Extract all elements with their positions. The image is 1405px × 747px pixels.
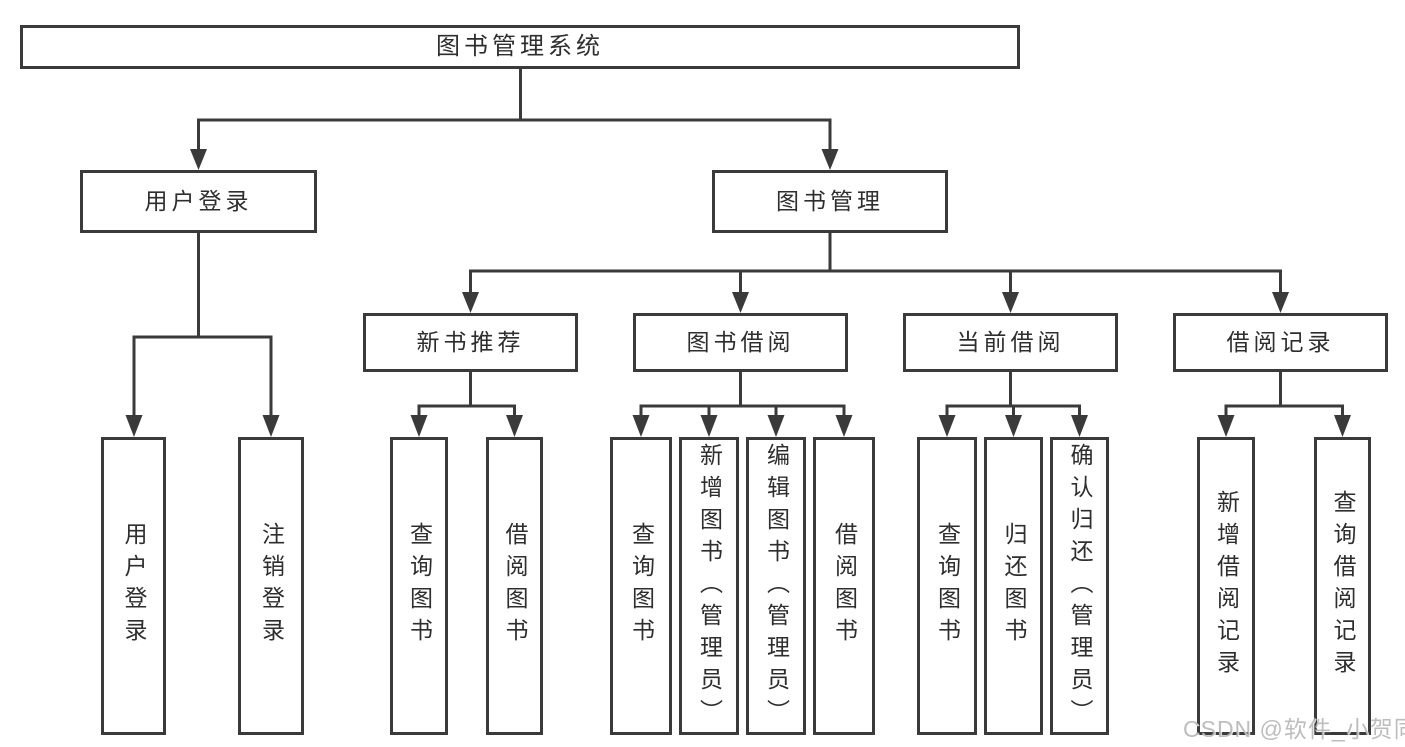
node-label: 查询图书 — [934, 522, 961, 650]
node-label: 新增借阅记录 — [1213, 490, 1240, 682]
leaf-records-query-record: 查询借阅记录 — [1314, 437, 1371, 735]
leaf-borrow-edit-books-admin: 编辑图书（管理员） — [746, 437, 806, 735]
node-label: 图书管理 — [776, 188, 884, 214]
leaf-logout: 注销登录 — [238, 437, 304, 735]
leaf-current-query-books: 查询图书 — [917, 437, 977, 735]
node-label: 新书推荐 — [416, 329, 525, 355]
connector-arrowheads — [125, 149, 1351, 437]
leaf-borrow-query-books: 查询图书 — [610, 437, 672, 735]
arrowhead-triangles — [125, 149, 1351, 437]
leaf-user-login: 用户登录 — [101, 437, 166, 735]
node-library-management-system: 图书管理系统 — [20, 25, 1020, 69]
leaf-newbook-borrow-books: 借阅图书 — [486, 437, 543, 735]
node-borrowing-records: 借阅记录 — [1173, 313, 1388, 372]
node-label: 新增图书（管理员） — [696, 443, 723, 731]
node-book-borrowing: 图书借阅 — [633, 313, 848, 372]
node-label: 借阅记录 — [1226, 329, 1335, 355]
node-new-book-recommend: 新书推荐 — [363, 313, 578, 372]
connector-lines — [132, 67, 1344, 420]
node-current-borrowing: 当前借阅 — [903, 313, 1118, 372]
leaf-records-add-record: 新增借阅记录 — [1197, 437, 1255, 735]
node-label: 借阅图书 — [502, 522, 528, 650]
node-label: 编辑图书（管理员） — [763, 443, 790, 731]
node-user-login: 用户登录 — [80, 170, 317, 233]
leaf-borrow-add-books-admin: 新增图书（管理员） — [679, 437, 739, 735]
node-label: 归还图书 — [1001, 522, 1027, 650]
node-label: 查询借阅记录 — [1330, 490, 1356, 682]
node-label: 借阅图书 — [831, 522, 858, 650]
leaf-current-confirm-return-admin: 确认归还（管理员） — [1050, 437, 1109, 735]
node-book-management: 图书管理 — [712, 170, 948, 233]
node-label: 图书管理系统 — [436, 33, 604, 60]
node-label: 注销登录 — [258, 522, 285, 650]
tree-edges — [132, 67, 1344, 420]
node-label: 确认归还（管理员） — [1067, 443, 1093, 731]
node-label: 当前借阅 — [956, 329, 1065, 355]
node-label: 图书借阅 — [686, 329, 795, 355]
csdn-watermark: CSDN @软件_小贺同学 — [1183, 716, 1405, 742]
leaf-borrow-borrow-books: 借阅图书 — [813, 437, 875, 735]
leaf-newbook-query-books: 查询图书 — [390, 437, 448, 735]
node-label: 用户登录 — [144, 188, 253, 214]
node-label: 查询图书 — [628, 522, 655, 650]
leaf-current-return-books: 归还图书 — [984, 437, 1043, 735]
node-label: 查询图书 — [406, 522, 433, 650]
node-label: 用户登录 — [121, 522, 147, 650]
